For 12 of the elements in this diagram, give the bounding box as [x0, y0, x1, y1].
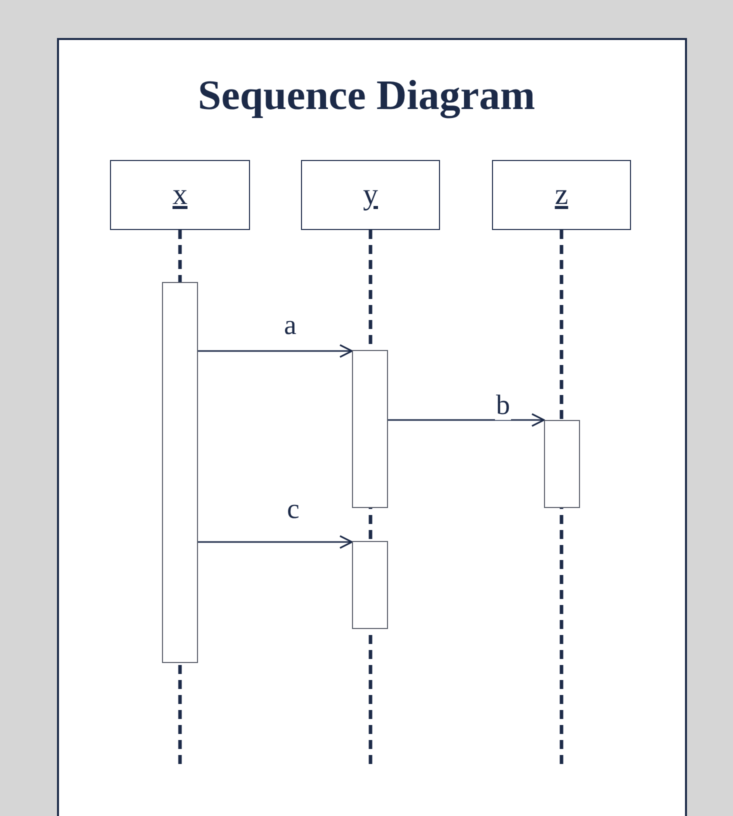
- message-arrow: [388, 413, 545, 427]
- activation-bar: [352, 350, 388, 508]
- activation-bar: [162, 282, 198, 663]
- message-arrow: [198, 535, 353, 549]
- activation-bar: [352, 541, 388, 629]
- participant-box: z: [492, 160, 631, 230]
- activation-bar: [544, 420, 580, 508]
- participant-box: x: [110, 160, 250, 230]
- diagram-title: Sequence Diagram: [196, 72, 536, 120]
- edge-label: b: [495, 392, 511, 420]
- message-arrow: [198, 344, 353, 358]
- participant-box: y: [301, 160, 440, 230]
